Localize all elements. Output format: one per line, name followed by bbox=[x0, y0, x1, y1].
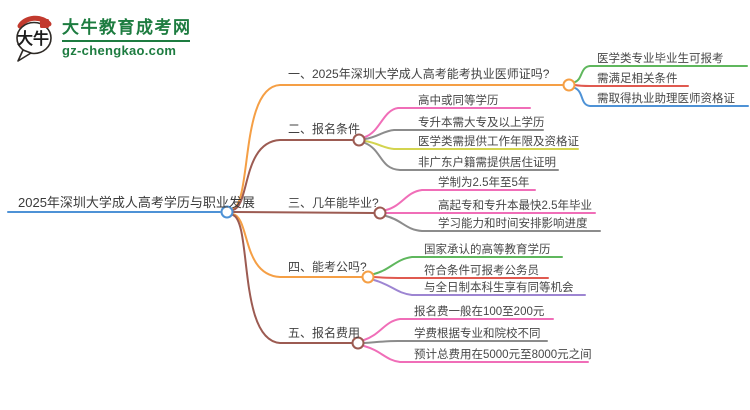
branch-1-node-circle bbox=[562, 78, 576, 92]
branch-5-line bbox=[232, 214, 353, 344]
branch-1-leaf-2-line bbox=[574, 84, 689, 87]
branch-3-leaf-1-label: 学制为2.5年至5年 bbox=[438, 177, 530, 189]
branch-3-leaf-1-line bbox=[385, 189, 536, 211]
branch-5-leaf-2-label: 学费根据专业和院校不同 bbox=[414, 328, 541, 340]
branch-1-leaf-1-label: 医学类专业毕业生可报考 bbox=[597, 53, 724, 65]
branch-2-leaf-2-line bbox=[364, 129, 544, 140]
branch-4-leaf-2-line bbox=[373, 276, 549, 279]
branch-2-leaf-4-label: 非广东户籍需提供居住证明 bbox=[418, 157, 556, 169]
branch-4-node-circle bbox=[361, 270, 375, 284]
site-logo: 大牛 大牛教育成考网 gz-chengkao.com bbox=[10, 12, 192, 64]
branch-2-leaf-3-line bbox=[364, 140, 579, 150]
branch-2-node-circle bbox=[352, 133, 366, 147]
branch-2-leaf-3-label: 医学类需提供工作年限及资格证 bbox=[418, 136, 579, 148]
logo-url: gz-chengkao.com bbox=[62, 42, 177, 58]
branch-2-leaf-1-label: 高中或同等学历 bbox=[418, 95, 499, 107]
branch-3-leaf-3-line bbox=[385, 215, 601, 232]
logo-bubble-text: 大牛 bbox=[17, 29, 49, 48]
branch-4-leaf-3-line bbox=[373, 279, 586, 296]
root-topic-label: 2025年深圳大学成人高考学历与职业发展 bbox=[18, 195, 255, 210]
branch-1-label: 一、2025年深圳大学成人高考能考执业医师证吗? bbox=[288, 67, 550, 81]
branch-3-leaf-2-label: 高起专和专升本最快2.5年毕业 bbox=[438, 200, 592, 212]
branch-4-leaf-3-label: 与全日制本科生享有同等机会 bbox=[424, 282, 574, 294]
branch-3-node-circle bbox=[373, 206, 387, 220]
branch-2-line bbox=[232, 139, 354, 211]
branch-4-leaf-1-label: 国家承认的高等教育学历 bbox=[424, 244, 551, 256]
branch-5-leaf-1-label: 报名费一般在100至200元 bbox=[414, 306, 545, 318]
root-node-circle bbox=[220, 205, 234, 219]
branch-5-leaf-1-line bbox=[363, 318, 554, 341]
branch-1-leaf-2-label: 需满足相关条件 bbox=[597, 73, 678, 85]
branch-5-leaf-3-line bbox=[363, 345, 589, 363]
branch-1-leaf-3-label: 需取得执业助理医师资格证 bbox=[597, 93, 735, 105]
logo-divider bbox=[62, 40, 190, 42]
branch-4-leaf-1-line bbox=[373, 256, 563, 275]
branch-5-leaf-2-line bbox=[363, 340, 548, 344]
branch-4-line bbox=[232, 213, 363, 278]
branch-5-node-circle bbox=[351, 336, 365, 350]
branch-3-label: 三、几年能毕业? bbox=[288, 196, 379, 210]
logo-seal bbox=[40, 19, 49, 28]
branch-1-line bbox=[232, 84, 564, 210]
branch-1-leaf-3-line bbox=[574, 87, 749, 107]
branch-4-label: 四、能考公吗? bbox=[288, 260, 367, 274]
logo-title: 大牛教育成考网 bbox=[62, 18, 192, 37]
branch-5-leaf-3-label: 预计总费用在5000元至8000元之间 bbox=[414, 349, 592, 361]
branch-2-leaf-2-label: 专升本需大专及以上学历 bbox=[418, 117, 545, 129]
branch-3-line bbox=[232, 211, 375, 214]
branch-2-leaf-4-line bbox=[364, 142, 559, 171]
branch-5-label: 五、报名费用 bbox=[288, 326, 361, 340]
branch-3-leaf-3-label: 学习能力和时间安排影响进度 bbox=[438, 218, 588, 230]
logo-bubble-icon: 大牛 bbox=[16, 15, 52, 62]
branch-2-label: 二、报名条件 bbox=[288, 122, 361, 136]
branch-2-leaf-1-line bbox=[364, 107, 531, 138]
branch-4-leaf-2-label: 符合条件可报考公务员 bbox=[424, 265, 539, 277]
branch-1-leaf-1-line bbox=[574, 65, 748, 83]
